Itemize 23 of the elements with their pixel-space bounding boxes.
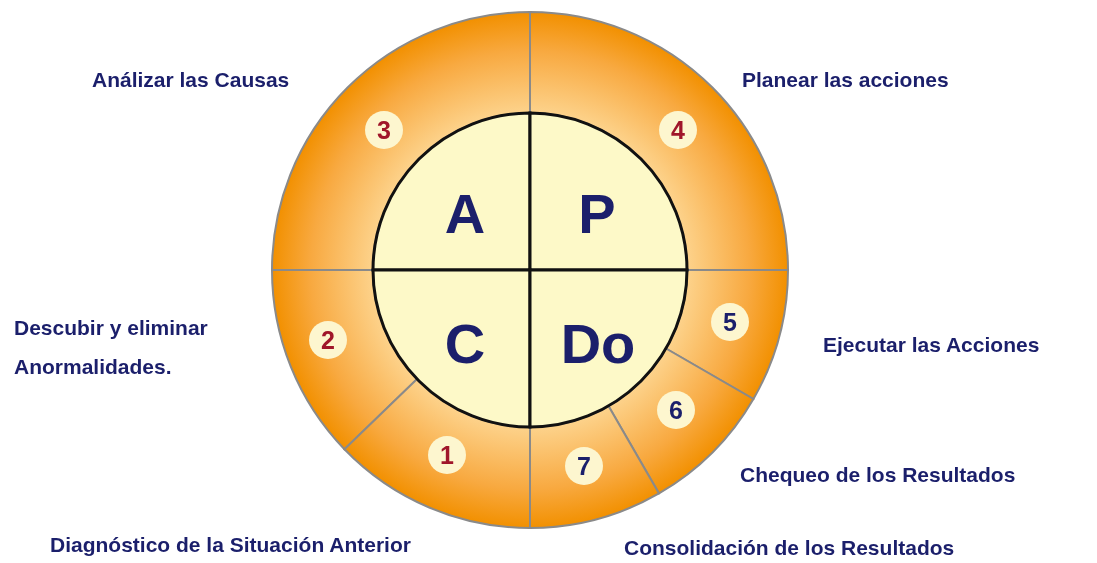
quadrant-segment — [528, 111, 689, 272]
step-label: Descubir y eliminar Anormalidades. — [14, 315, 209, 380]
step-number: 1 — [428, 436, 466, 474]
step-label: Análizar las Causas — [92, 67, 290, 93]
step-number: 2 — [309, 321, 347, 359]
step-number: 6 — [657, 391, 695, 429]
phase-letter: P — [578, 182, 616, 245]
step-label: Ejecutar las Acciones — [823, 332, 1040, 358]
phase-letter: C — [444, 312, 486, 375]
step-number: 5 — [711, 303, 749, 341]
quadrant-segment — [371, 268, 532, 429]
step-number: 4 — [659, 111, 697, 149]
phase-letter: Do — [560, 312, 636, 375]
phase-letter: A — [444, 182, 486, 245]
quadrant-segment — [371, 111, 532, 272]
wheel-segment — [343, 378, 531, 529]
step-number: 3 — [365, 111, 403, 149]
step-label: Diagnóstico de la Situación Anterior — [50, 532, 411, 558]
step-label: Consolidación de los Resultados — [624, 535, 955, 561]
step-label: Chequeo de los Resultados — [740, 462, 1016, 488]
step-number: 7 — [565, 447, 603, 485]
quadrant-segment — [528, 268, 689, 429]
step-label: Planear las acciones — [742, 67, 949, 93]
